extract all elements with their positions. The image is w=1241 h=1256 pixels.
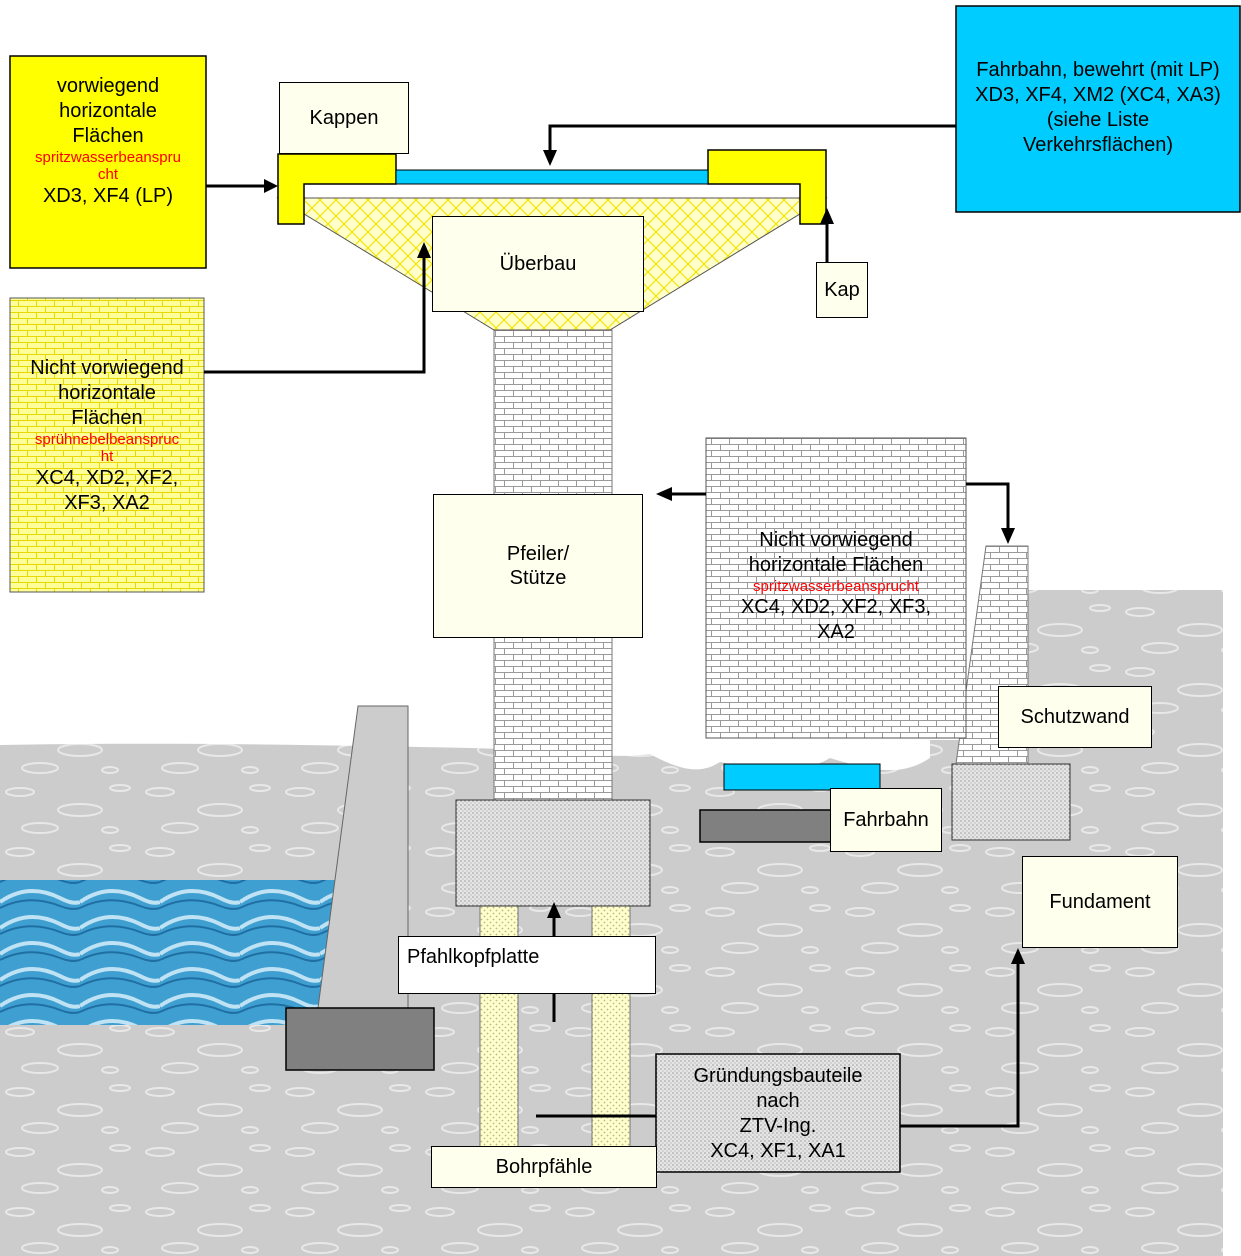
label-kappen: Kappen bbox=[279, 82, 409, 154]
label-pfeiler: Pfeiler/Stütze bbox=[433, 494, 643, 638]
cap-left bbox=[277, 153, 397, 225]
label-schutzwand: Schutzwand bbox=[998, 686, 1152, 748]
quay-foundation bbox=[285, 1007, 435, 1071]
arrow-pfeiler bbox=[656, 487, 672, 501]
note-kappen-bg bbox=[9, 55, 207, 269]
note-gruendung-bg bbox=[655, 1053, 901, 1173]
arrow-fundament bbox=[1011, 948, 1025, 964]
note-pfeiler: Nicht vorwiegend horizontale Flächen spr… bbox=[740, 529, 932, 644]
connector-ueberbau bbox=[204, 254, 426, 374]
note-ueberbau: Nicht vorwiegend horizontale Flächen spr… bbox=[30, 357, 184, 514]
label-fahrbahn: Fahrbahn bbox=[830, 788, 942, 852]
arrow-ueberbau bbox=[417, 242, 431, 258]
deck-road bbox=[395, 169, 709, 185]
note-kappen: vorwiegend horizontale Flächen spritzwas… bbox=[35, 75, 181, 207]
label-kap: Kap bbox=[816, 262, 868, 318]
arrow-fahrbahn bbox=[543, 150, 557, 166]
note-ueberbau-bg bbox=[9, 297, 205, 593]
water-area bbox=[0, 880, 340, 1025]
road-base bbox=[699, 809, 841, 843]
connector-schutzwand bbox=[966, 482, 1010, 530]
arrow-pfahlkopf bbox=[547, 902, 561, 918]
pile-cap bbox=[455, 799, 651, 907]
arrow-kappen bbox=[264, 179, 278, 193]
road-surface bbox=[723, 763, 881, 791]
arrow-schutzwand bbox=[1001, 528, 1015, 544]
note-fahrbahn: Fahrbahn, bewehrt (mit LP) XD3, XF4, XM2… bbox=[975, 59, 1221, 156]
note-gruendung: Gründungsbauteile nach ZTV-Ing. XC4, XF1… bbox=[693, 1065, 863, 1162]
label-ueberbau: Überbau bbox=[432, 216, 644, 312]
label-pfahlkopfplatte: Pfahlkopfplatte bbox=[398, 936, 656, 994]
connector-fahrbahn bbox=[548, 124, 956, 152]
arrow-kap bbox=[820, 208, 834, 224]
note-pfeiler-bg bbox=[705, 437, 967, 739]
label-fundament: Fundament bbox=[1022, 856, 1178, 948]
label-bohrpfaehle: Bohrpfähle bbox=[431, 1146, 657, 1188]
wall-foundation bbox=[951, 763, 1071, 841]
connector-fundament bbox=[900, 962, 1020, 1128]
note-fahrbahn-bg bbox=[955, 5, 1241, 213]
